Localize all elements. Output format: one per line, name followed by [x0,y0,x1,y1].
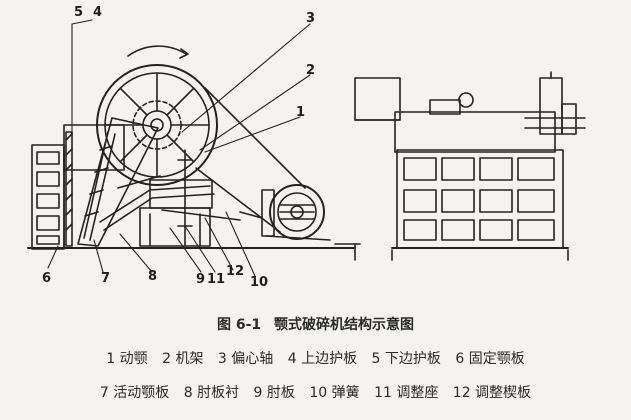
drive-belt [195,87,306,233]
callout-10: 10 [250,275,269,290]
flywheel [96,64,218,186]
legend-item: 4 上边护板 [287,351,358,367]
callout-6: 6 [42,271,52,286]
rotation-arrow-head [179,48,189,59]
end-view [354,71,586,261]
legend-item: 10 弹簧 [309,385,360,401]
legend-item: 7 活动颚板 [99,385,170,401]
callout-leaders [47,19,311,277]
legend-item: 2 机架 [162,351,204,367]
callout-12: 12 [226,264,245,279]
figure-caption: 图 6-1 颚式破碎机结构示意图 [0,314,631,334]
swing-jaw [77,117,159,247]
legend-item: 9 肘板 [253,385,295,401]
legend-item: 3 偏心轴 [217,351,274,367]
callout-4: 4 [93,5,103,20]
callout-1: 1 [296,105,306,120]
callout-3: 3 [306,11,316,26]
motor-pulley [261,184,331,241]
side-view [27,19,361,277]
frame [31,124,125,250]
legend-item: 5 下边护板 [371,351,441,367]
figure-number: 图 6-1 [216,317,262,333]
callout-2: 2 [306,63,316,78]
rotation-arrow [127,45,187,57]
legend-item: 1 动颚 [106,351,148,367]
legend-item: 6 固定颚板 [455,351,525,367]
legend-item: 12 调整楔板 [452,385,532,401]
legend-item: 8 肘板衬 [183,385,240,401]
figure-title: 颚式破碎机结构示意图 [274,317,415,333]
callout-11: 11 [207,272,226,287]
fixed-jaw-plate [65,131,73,247]
legend-item: 11 调整座 [374,385,439,401]
callout-9: 9 [196,272,206,287]
callout-5: 5 [74,5,84,20]
jaw-crusher-drawing [27,19,586,277]
callout-8: 8 [148,269,158,284]
legend-row-1: 1 动颚 2 机架 3 偏心轴 4 上边护板 5 下边护板 6 固定颚板 [0,348,631,368]
legend-row-2: 7 活动颚板 8 肘板衬 9 肘板 10 弹簧 11 调整座 12 调整楔板 [0,382,631,402]
callout-7: 7 [101,271,111,286]
